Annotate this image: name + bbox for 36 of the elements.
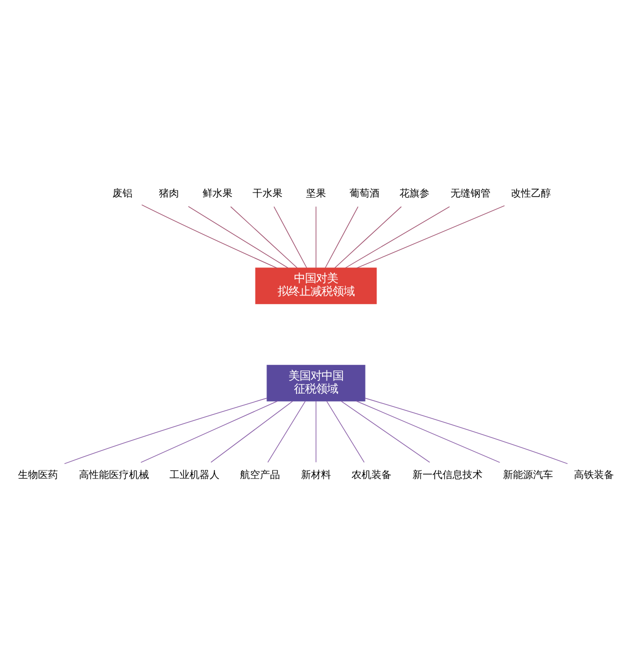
connector: [267, 400, 306, 462]
node-text: 新一代信息技术: [412, 469, 482, 480]
connector: [340, 400, 430, 462]
node-text: 高性能医疗机械: [78, 469, 149, 480]
node-text: 农机装备: [352, 469, 392, 480]
node-text: 工业机器人: [170, 469, 220, 480]
connector: [141, 204, 278, 268]
node-text: 花旗参: [400, 188, 430, 199]
node-text: 葡萄酒: [350, 188, 380, 199]
connector: [188, 206, 288, 268]
node-text: 生物医药: [18, 469, 58, 480]
node-text: 无缝钢管: [450, 188, 490, 199]
node-text: 改性乙醇: [511, 188, 552, 199]
connector: [210, 400, 294, 462]
node-text: 新能源汽车: [503, 469, 554, 480]
node-box: 美国对中国 征税领域: [266, 364, 366, 401]
connector: [345, 206, 450, 268]
connector: [356, 204, 505, 268]
node-box: 中国对美 拟终止减税领域: [255, 267, 377, 304]
connector: [356, 400, 500, 462]
node-text: 新材料: [301, 469, 331, 480]
connector: [326, 400, 365, 462]
connector: [140, 400, 278, 462]
connector: [334, 206, 402, 268]
connector: [324, 206, 358, 268]
node-text: 高铁装备: [574, 469, 614, 480]
node-text: 干水果: [252, 188, 282, 199]
node-text: 猪肉: [158, 188, 179, 199]
node-text: 坚果: [306, 188, 326, 199]
node-text: 航空产品: [240, 469, 280, 480]
connector: [364, 397, 568, 464]
connector: [230, 206, 298, 268]
node-text: 鲜水果: [202, 188, 232, 199]
connector: [274, 206, 308, 268]
node-text: 废铝: [112, 188, 132, 199]
connector: [64, 397, 268, 464]
